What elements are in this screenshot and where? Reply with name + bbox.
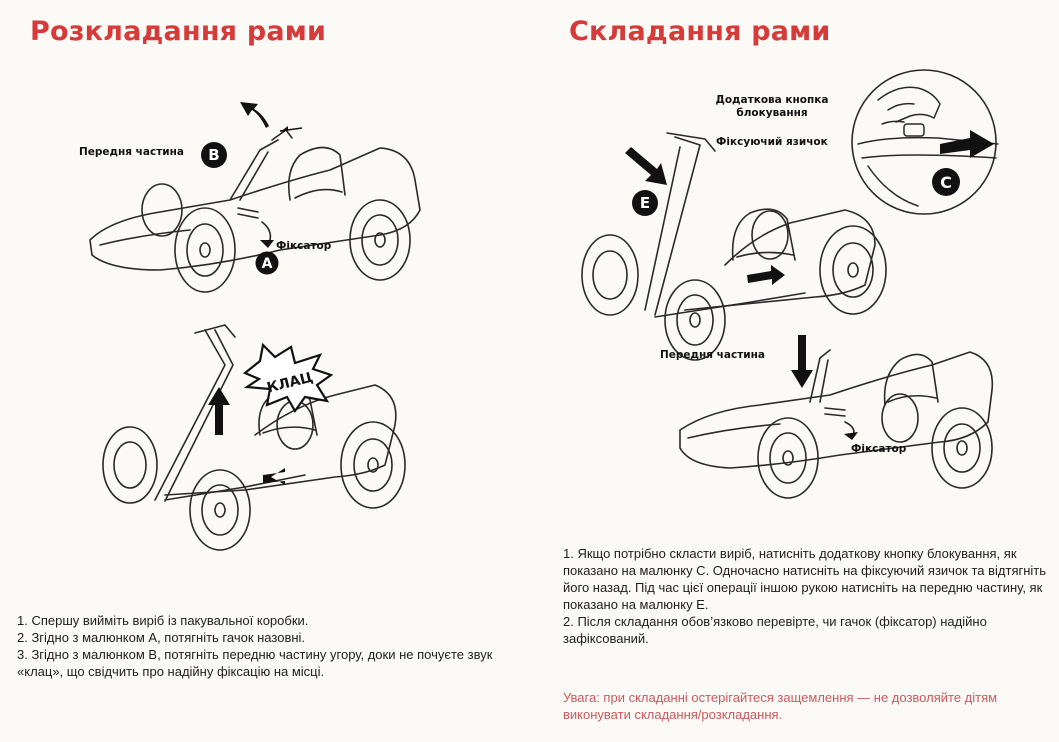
marker-e-text: E [640, 194, 650, 212]
marker-a-text: A [262, 256, 273, 272]
marker-c-text: C [940, 173, 952, 192]
unfold-step-2: 2. Згідно з малюнком А, потягніть гачок … [17, 630, 306, 645]
unfold-title: Розкладання рами [30, 16, 327, 47]
marker-e: E [632, 190, 658, 216]
unfold-instructions: 1. Спершу вийміть виріб із пакувальної к… [17, 612, 537, 680]
tongue-label: Фіксуючий язичок [716, 136, 828, 148]
extra-button-label: Додаткова кнопка блокування [715, 94, 829, 119]
click-burst-icon [242, 342, 334, 414]
warning-note: Увага: при складанні остерігайтеся защем… [563, 690, 998, 722]
unfold-step-1: 1. Спершу вийміть виріб із пакувальної к… [17, 613, 309, 628]
marker-b-text: B [208, 146, 219, 164]
fold-step-1: 1. Якщо потрібно скласти виріб, натисніт… [563, 546, 1047, 612]
fold-instructions: 1. Якщо потрібно скласти виріб, натисніт… [563, 545, 1053, 647]
marker-b: B [201, 142, 227, 168]
latch-label-right: Фіксатор [851, 443, 907, 455]
fold-title: Складання рами [569, 16, 831, 47]
front-part-label-left: Передня частина [79, 146, 184, 158]
fold-step-2: 2. Після складання обов’язково перевірте… [563, 614, 987, 646]
marker-a: A [255, 251, 279, 275]
kart-folded-illustration [89, 102, 421, 293]
kart-folded-result-illustration [679, 335, 994, 499]
unfold-step-3: 3. Згідно з малюнком В, потягніть передн… [17, 647, 493, 679]
button-detail-inset: C [851, 69, 999, 215]
kart-fold-step-illustration [581, 132, 887, 361]
latch-label-left: Фіксатор [276, 240, 332, 252]
front-part-label-right: Передня частина [660, 349, 765, 361]
kart-unfolded-illustration: КЛАЦ [102, 324, 406, 551]
